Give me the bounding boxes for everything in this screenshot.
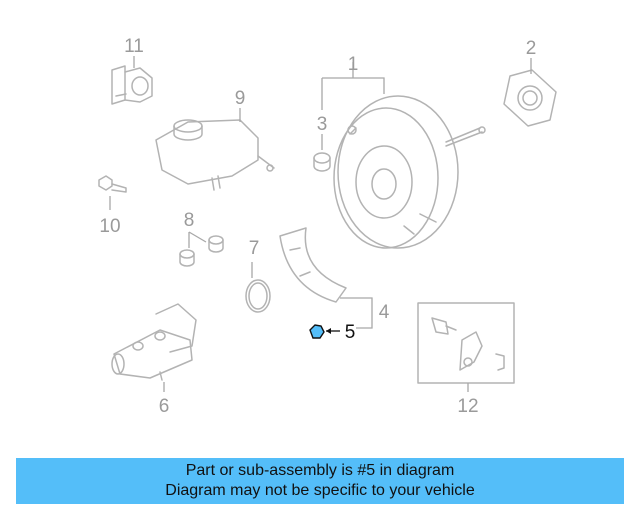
banner-line-2: Diagram may not be specific to your vehi… — [165, 482, 475, 499]
callout-12: 12 — [457, 396, 478, 417]
leader-8 — [188, 231, 207, 248]
info-banner: Part or sub-assembly is #5 in diagram Di… — [16, 458, 624, 504]
part-12-sensor-kit — [417, 302, 515, 384]
leader-1 — [322, 77, 385, 94]
callout-4: 4 — [379, 302, 390, 323]
part-1-brake-booster — [333, 95, 486, 249]
part-3-grommet — [313, 152, 331, 172]
arrow-5-icon — [326, 328, 331, 334]
callout-1: 1 — [348, 54, 359, 75]
part-4-heat-shield — [279, 227, 347, 303]
part-6-master-cylinder — [111, 303, 197, 381]
parts-diagram: 11 2 1 3 9 — [98, 36, 557, 417]
callout-6: 6 — [159, 396, 170, 417]
leader-4 — [340, 297, 373, 329]
banner-line-1: Part or sub-assembly is #5 in diagram — [185, 462, 455, 479]
callout-2: 2 — [526, 38, 537, 59]
callout-9: 9 — [235, 88, 246, 109]
part-2-gasket — [503, 69, 557, 127]
part-11-bracket — [111, 65, 153, 105]
part-9-reservoir — [155, 119, 275, 191]
callout-5: 5 — [345, 322, 356, 343]
callout-8: 8 — [184, 210, 195, 231]
callout-7: 7 — [249, 238, 260, 259]
part-8-nuts — [179, 235, 224, 267]
part-5-nut — [309, 324, 325, 339]
part-7-o-ring — [245, 279, 271, 313]
part-10-bolt — [98, 175, 127, 193]
callout-3: 3 — [317, 114, 328, 135]
callout-10: 10 — [99, 216, 120, 237]
callout-11: 11 — [124, 36, 144, 57]
